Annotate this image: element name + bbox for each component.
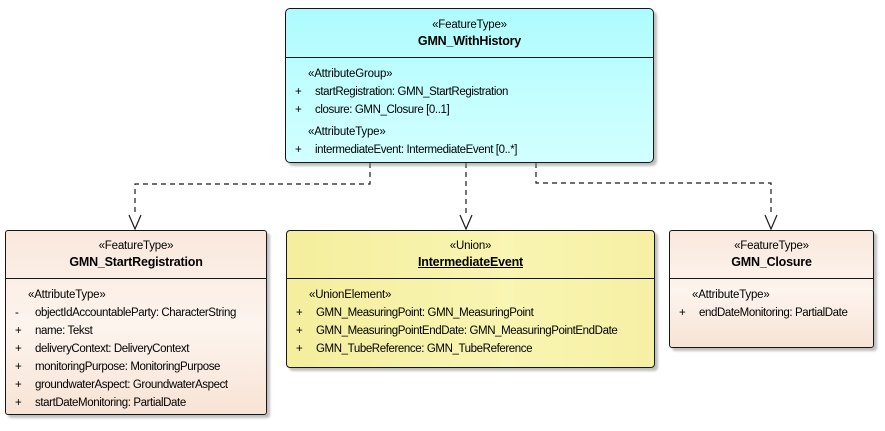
class-title-compartment: «FeatureType» GMN_Closure (670, 231, 873, 279)
attribute-text: name: Tekst (35, 325, 93, 337)
attribute-row: + closure: GMN_Closure [0..1] (286, 101, 653, 119)
visibility-symbol: + (15, 361, 22, 373)
visibility-symbol: + (679, 307, 686, 319)
stereotype-label: «Union» (449, 240, 492, 252)
class-name: IntermediateEvent (418, 255, 523, 269)
class-title-compartment: «FeatureType» GMN_WithHistory (286, 9, 653, 58)
attribute-text: GMN_MeasuringPointEndDate: GMN_Measuring… (316, 325, 618, 337)
visibility-symbol: + (15, 397, 22, 409)
attribute-text: GMN_MeasuringPoint: GMN_MeasuringPoint (316, 307, 534, 319)
attribute-text: objectIdAccountableParty: CharacterStrin… (35, 307, 236, 319)
class-name: GMN_Closure (731, 255, 812, 269)
visibility-symbol: + (295, 86, 302, 98)
attributes-compartment: «AttributeGroup» + startRegistration: GM… (286, 58, 653, 159)
class-title-compartment: «Union» IntermediateEvent (287, 231, 654, 279)
attribute-row: + startDateMonitoring: PartialDate (6, 394, 266, 412)
attribute-text: groundwaterAspect: GroundwaterAspect (35, 379, 228, 391)
section-header: «AttributeGroup» (308, 68, 393, 80)
class-gmn-startregistration[interactable]: «FeatureType» GMN_StartRegistration «Att… (5, 230, 267, 415)
attribute-row: - objectIdAccountableParty: CharacterStr… (6, 304, 266, 322)
visibility-symbol: + (296, 343, 303, 355)
attribute-row: + endDateMonitoring: PartialDate (670, 304, 873, 322)
connector-withhistory-to-closure (535, 163, 778, 231)
attribute-text: GMN_TubeReference: GMN_TubeReference (316, 343, 533, 355)
open-arrowhead-icon (459, 214, 473, 231)
attribute-row: + startRegistration: GMN_StartRegistrati… (286, 83, 653, 101)
visibility-symbol: + (15, 343, 22, 355)
stereotype-label: «FeatureType» (98, 240, 174, 252)
class-intermediateevent[interactable]: «Union» IntermediateEvent «UnionElement»… (286, 230, 655, 368)
attribute-text: endDateMonitoring: PartialDate (699, 307, 848, 319)
attribute-row: + intermediateEvent: IntermediateEvent [… (286, 141, 653, 159)
stereotype-label: «FeatureType» (432, 18, 507, 31)
visibility-symbol: + (296, 307, 303, 319)
attribute-text: intermediateEvent: IntermediateEvent [0.… (315, 144, 518, 156)
visibility-symbol: + (15, 379, 22, 391)
visibility-symbol: + (296, 325, 303, 337)
attribute-text: startRegistration: GMN_StartRegistration (315, 86, 508, 98)
stereotype-label: «FeatureType» (734, 240, 809, 252)
visibility-symbol: + (15, 325, 22, 337)
attribute-text: closure: GMN_Closure [0..1] (315, 104, 450, 116)
open-arrowhead-icon (128, 214, 142, 231)
class-name: GMN_StartRegistration (69, 255, 203, 269)
connector-withhistory-to-intermediateevent (459, 163, 473, 231)
section-header: «AttributeType» (308, 126, 386, 138)
attribute-text: monitoringPurpose: MonitoringPurpose (35, 361, 221, 373)
attribute-row: + monitoringPurpose: MonitoringPurpose (6, 358, 266, 376)
class-name: GMN_WithHistory (417, 33, 522, 48)
attribute-row: + name: Tekst (6, 322, 266, 340)
attribute-row: + groundwaterAspect: GroundwaterAspect (6, 376, 266, 394)
attribute-text: startDateMonitoring: PartialDate (35, 397, 186, 409)
attribute-row: + GMN_TubeReference: GMN_TubeReference (287, 340, 654, 358)
open-arrowhead-icon (764, 214, 778, 231)
attribute-row: + deliveryContext: DeliveryContext (6, 340, 266, 358)
section-header: «AttributeType» (28, 289, 106, 301)
visibility-symbol: + (295, 104, 302, 116)
attributes-compartment: «UnionElement» + GMN_MeasuringPoint: GMN… (287, 279, 654, 358)
class-title-compartment: «FeatureType» GMN_StartRegistration (6, 231, 266, 279)
attribute-row: + GMN_MeasuringPoint: GMN_MeasuringPoint (287, 304, 654, 322)
attributes-compartment: «AttributeType» + endDateMonitoring: Par… (670, 279, 873, 322)
attributes-compartment: «AttributeType» - objectIdAccountablePar… (6, 279, 266, 412)
section-header: «AttributeType» (692, 289, 770, 301)
connector-withhistory-to-startregistration (128, 163, 371, 231)
section-header: «UnionElement» (309, 289, 392, 301)
visibility-symbol: + (295, 144, 302, 156)
class-gmn-closure[interactable]: «FeatureType» GMN_Closure «AttributeType… (669, 230, 874, 348)
attribute-row: + GMN_MeasuringPointEndDate: GMN_Measuri… (287, 322, 654, 340)
visibility-symbol: - (15, 307, 19, 319)
attribute-text: deliveryContext: DeliveryContext (35, 343, 190, 355)
class-gmn-withhistory[interactable]: «FeatureType» GMN_WithHistory «Attribute… (285, 8, 654, 163)
